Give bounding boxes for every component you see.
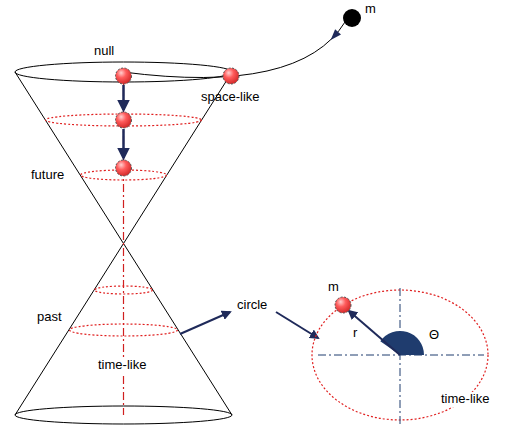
section-circle <box>95 286 153 294</box>
radius-arrow <box>349 311 400 355</box>
light-cone <box>15 62 232 424</box>
inset-axis <box>400 288 401 424</box>
cone-label: future <box>30 168 65 183</box>
particle-ball <box>335 297 351 313</box>
mass-label: m <box>327 280 340 295</box>
pointer-label: circle <box>236 298 268 313</box>
mass-label: m <box>364 2 377 17</box>
particle-ball <box>223 68 239 84</box>
particle-ball <box>116 160 132 176</box>
inset-label: time-like <box>440 392 490 407</box>
cone-edge <box>15 72 232 415</box>
fall-arrow <box>122 129 125 158</box>
arrowhead <box>328 29 341 43</box>
mass-ball <box>343 9 361 27</box>
angle-label: Θ <box>428 328 440 343</box>
pointer-arrows <box>180 312 318 338</box>
particle-ball <box>116 68 132 84</box>
cone-label: space-like <box>200 90 261 105</box>
pointer-arrow <box>180 312 230 334</box>
fall-arrows <box>122 85 125 158</box>
pointer-arrow <box>276 312 318 338</box>
cone-edge <box>15 72 232 415</box>
section-circles <box>46 114 202 336</box>
cone-label: time-like <box>97 358 147 373</box>
particle-ball <box>116 112 132 128</box>
cone-label: past <box>36 310 63 325</box>
radius-label: r <box>352 326 358 341</box>
fall-arrow <box>122 85 125 110</box>
section-circle <box>70 324 178 336</box>
cone-label: null <box>93 44 115 59</box>
particle-balls <box>116 68 240 176</box>
